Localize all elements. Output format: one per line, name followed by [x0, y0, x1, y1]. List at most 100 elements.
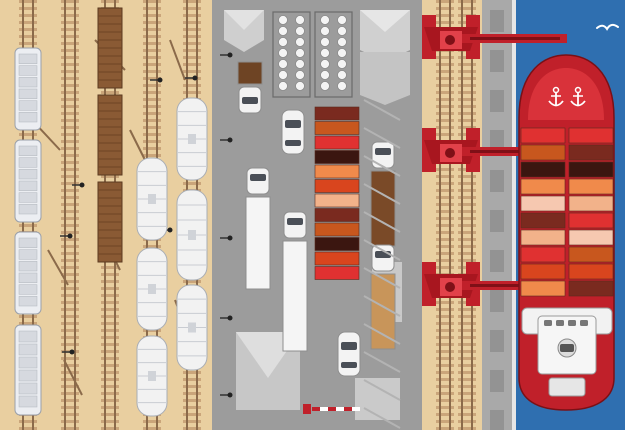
rail-tie — [436, 245, 454, 248]
truck — [245, 167, 271, 290]
rail-tie — [61, 28, 79, 31]
car-body — [281, 109, 305, 155]
rail-tie — [436, 301, 454, 304]
rail-tie — [436, 175, 454, 178]
rail-tie — [61, 203, 79, 206]
storage-cylinder — [295, 81, 305, 91]
ship-container — [520, 178, 566, 195]
truck-trailer — [282, 240, 308, 352]
rail-tie — [458, 357, 476, 360]
ship-container — [568, 280, 614, 297]
rail-tie — [61, 0, 79, 3]
rail-tie — [436, 119, 454, 122]
rail-tie — [143, 112, 161, 115]
rail-tie — [436, 168, 454, 171]
roof-panel — [18, 53, 38, 64]
rail-tie — [61, 308, 79, 311]
rail-tie — [183, 84, 201, 87]
rail-tie — [101, 392, 119, 395]
rail-tie — [458, 119, 476, 122]
rail-tie — [61, 378, 79, 381]
signal-light — [227, 235, 233, 241]
rail-tie — [436, 70, 454, 73]
rail-tie — [436, 203, 454, 206]
rail-tie — [61, 217, 79, 220]
signal-light — [67, 233, 73, 239]
bollard-pad — [490, 90, 504, 112]
rail-tie — [143, 147, 161, 150]
tank-farm-fence — [272, 11, 311, 98]
rail-tie — [61, 357, 79, 360]
rail-tie — [458, 315, 476, 318]
rail-tie — [436, 378, 454, 381]
tank-car — [136, 335, 168, 417]
rail-tie — [436, 182, 454, 185]
storage-cylinder — [278, 59, 288, 69]
rail-tie — [183, 42, 201, 45]
car-body — [337, 331, 361, 377]
rail-tie — [61, 112, 79, 115]
storage-cylinder — [295, 26, 305, 36]
rail-tie — [101, 175, 119, 178]
rail-tie — [61, 343, 79, 346]
container-storage — [272, 10, 410, 429]
ship-container — [520, 280, 566, 297]
bollard-pad — [490, 250, 504, 272]
rail-tie — [458, 308, 476, 311]
storage-cylinder — [337, 48, 347, 58]
rail-tie — [61, 336, 79, 339]
truck — [370, 141, 396, 247]
rail-tie — [436, 336, 454, 339]
rail-tie — [143, 245, 161, 248]
rail-tie — [183, 406, 201, 409]
barrier-arm-segment — [328, 407, 336, 411]
rail-tie — [19, 35, 37, 38]
rail-tie — [436, 224, 454, 227]
rail-tie — [436, 259, 454, 262]
storage-cylinder — [278, 15, 288, 25]
crane-hub — [445, 35, 455, 45]
tank-hatch — [148, 194, 156, 204]
tank-car — [176, 97, 208, 181]
storage-cylinder — [295, 59, 305, 69]
bollard-pad — [490, 330, 504, 352]
storage-cylinder — [320, 37, 330, 47]
ship-container — [568, 144, 614, 161]
rail-tie — [61, 126, 79, 129]
anchor-arms — [548, 100, 564, 107]
shipping-container — [314, 266, 360, 280]
rail-tie — [436, 399, 454, 402]
rail-tie — [436, 406, 454, 409]
rail-tie — [436, 0, 454, 3]
rail-tie — [61, 301, 79, 304]
roof-panel — [18, 204, 38, 215]
rail-tie — [183, 35, 201, 38]
signal-light — [69, 349, 75, 355]
passenger-car — [14, 47, 42, 131]
rail-tie — [61, 294, 79, 297]
rail-tie — [61, 210, 79, 213]
ship-container — [568, 127, 614, 144]
rail-tie — [101, 0, 119, 3]
rail-tie — [101, 301, 119, 304]
rail-tie — [436, 420, 454, 423]
box-car — [97, 181, 123, 263]
truck-windshield — [242, 97, 258, 104]
rail-tie — [101, 350, 119, 353]
storage-cylinder — [278, 26, 288, 36]
bridge-window — [544, 320, 552, 326]
rail-switch — [47, 249, 69, 286]
roof-panel — [18, 157, 38, 168]
barrier-arm-segment — [320, 407, 328, 411]
truck — [282, 211, 308, 352]
rail-tie — [61, 252, 79, 255]
car-rear-window — [285, 140, 301, 146]
rail-tie — [458, 126, 476, 129]
signal-light — [157, 77, 163, 83]
anchor-icon — [548, 86, 564, 107]
rail-tie — [183, 7, 201, 10]
rail-tie — [183, 182, 201, 185]
rail-tie — [61, 231, 79, 234]
rail-tie — [458, 385, 476, 388]
rail-tie — [436, 252, 454, 255]
